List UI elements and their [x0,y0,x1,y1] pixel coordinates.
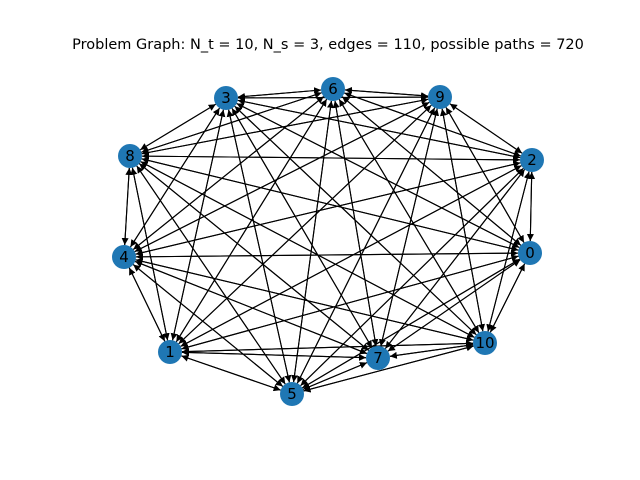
edge-3-to-1 [170,109,224,341]
node-circle-10 [473,331,497,355]
edge-7-to-5 [302,362,368,390]
edge-10-to-4 [135,257,474,341]
edge-10-to-6 [338,99,480,333]
node-label-7: 7 [373,349,383,367]
edge-9-to-8 [141,98,429,156]
edge-8-to-2 [141,155,521,164]
node-label-8: 8 [125,147,135,165]
edges-layer [121,86,536,393]
edge-8-to-4 [121,167,130,246]
node-circle-3 [214,86,238,110]
edge-8-to-1 [131,167,170,341]
node-label-1: 1 [165,343,175,361]
edge-5-to-4 [132,264,284,387]
edge-7-to-6 [332,100,377,347]
node-label-0: 0 [525,244,535,262]
edge-3-to-0 [236,102,520,249]
edge-6-to-5 [291,100,332,383]
edge-9-to-0 [445,107,525,243]
node-4: 4 [112,245,136,269]
node-9: 9 [428,85,452,109]
node-circle-1 [158,340,182,364]
node-circle-0 [518,241,542,265]
node-circle-8 [118,144,142,168]
edge-10-to-1 [181,342,474,355]
edge-8-to-3 [139,103,217,151]
edge-5-to-0 [302,258,520,389]
edge-5-to-1 [181,354,281,391]
edge-10-to-0 [489,263,526,333]
edge-8-to-7 [138,163,370,351]
node-label-9: 9 [435,88,445,106]
edge-8-to-0 [141,158,519,252]
edge-10-to-9 [439,108,484,332]
node-circle-7 [366,346,390,370]
edge-8-to-6 [141,91,322,153]
edge-9-to-7 [378,108,438,347]
edge-6-to-0 [341,96,522,246]
node-label-2: 2 [527,151,537,169]
node-7: 7 [366,346,390,370]
edge-3-to-2 [237,99,521,160]
edge-5-to-2 [300,167,524,387]
node-5: 5 [280,382,304,406]
node-8: 8 [118,144,142,168]
node-circle-6 [321,77,345,101]
edge-9-to-5 [296,107,436,384]
edge-7-to-1 [181,349,367,359]
chart-title: Problem Graph: N_t = 10, N_s = 3, edges … [72,37,584,53]
node-0: 0 [518,241,542,265]
edge-2-to-1 [180,165,522,347]
edge-10-to-2 [487,171,531,332]
edge-6-to-3 [237,89,322,100]
edge-2-to-0 [526,171,534,242]
edge-10-to-7 [389,344,474,359]
edge-9-to-4 [134,101,430,253]
edge-6-to-2 [344,92,521,157]
edge-4-to-1 [128,267,166,342]
node-circle-9 [428,85,452,109]
node-circle-4 [112,245,136,269]
edge-7-to-0 [387,259,521,352]
edge-7-to-4 [134,260,368,355]
node-label-10: 10 [475,334,494,352]
edge-10-to-5 [303,345,474,393]
node-label-5: 5 [287,385,297,403]
nodes-layer: 0 1 2 3 4 5 6 7 8 9 10 [112,77,544,406]
edge-10-to-3 [234,105,477,336]
edge-8-to-5 [136,165,286,385]
node-3: 3 [214,86,238,110]
node-circle-5 [280,382,304,406]
node-2: 2 [520,148,544,172]
node-6: 6 [321,77,345,101]
edge-9-to-6 [344,86,429,97]
node-10: 10 [473,331,497,355]
node-label-4: 4 [119,248,129,266]
edge-7-to-2 [384,169,526,349]
edge-5-to-3 [226,109,290,383]
edge-10-to-8 [140,161,475,338]
edge-6-to-4 [133,96,324,250]
node-label-3: 3 [221,89,231,107]
edge-1-to-0 [181,254,519,350]
edge-9-to-2 [449,103,523,154]
edge-9-to-1 [178,104,432,345]
node-1: 1 [158,340,182,364]
edge-4-to-0 [135,249,519,258]
edge-4-to-2 [135,160,521,255]
node-circle-2 [520,148,544,172]
node-label-6: 6 [328,80,338,98]
